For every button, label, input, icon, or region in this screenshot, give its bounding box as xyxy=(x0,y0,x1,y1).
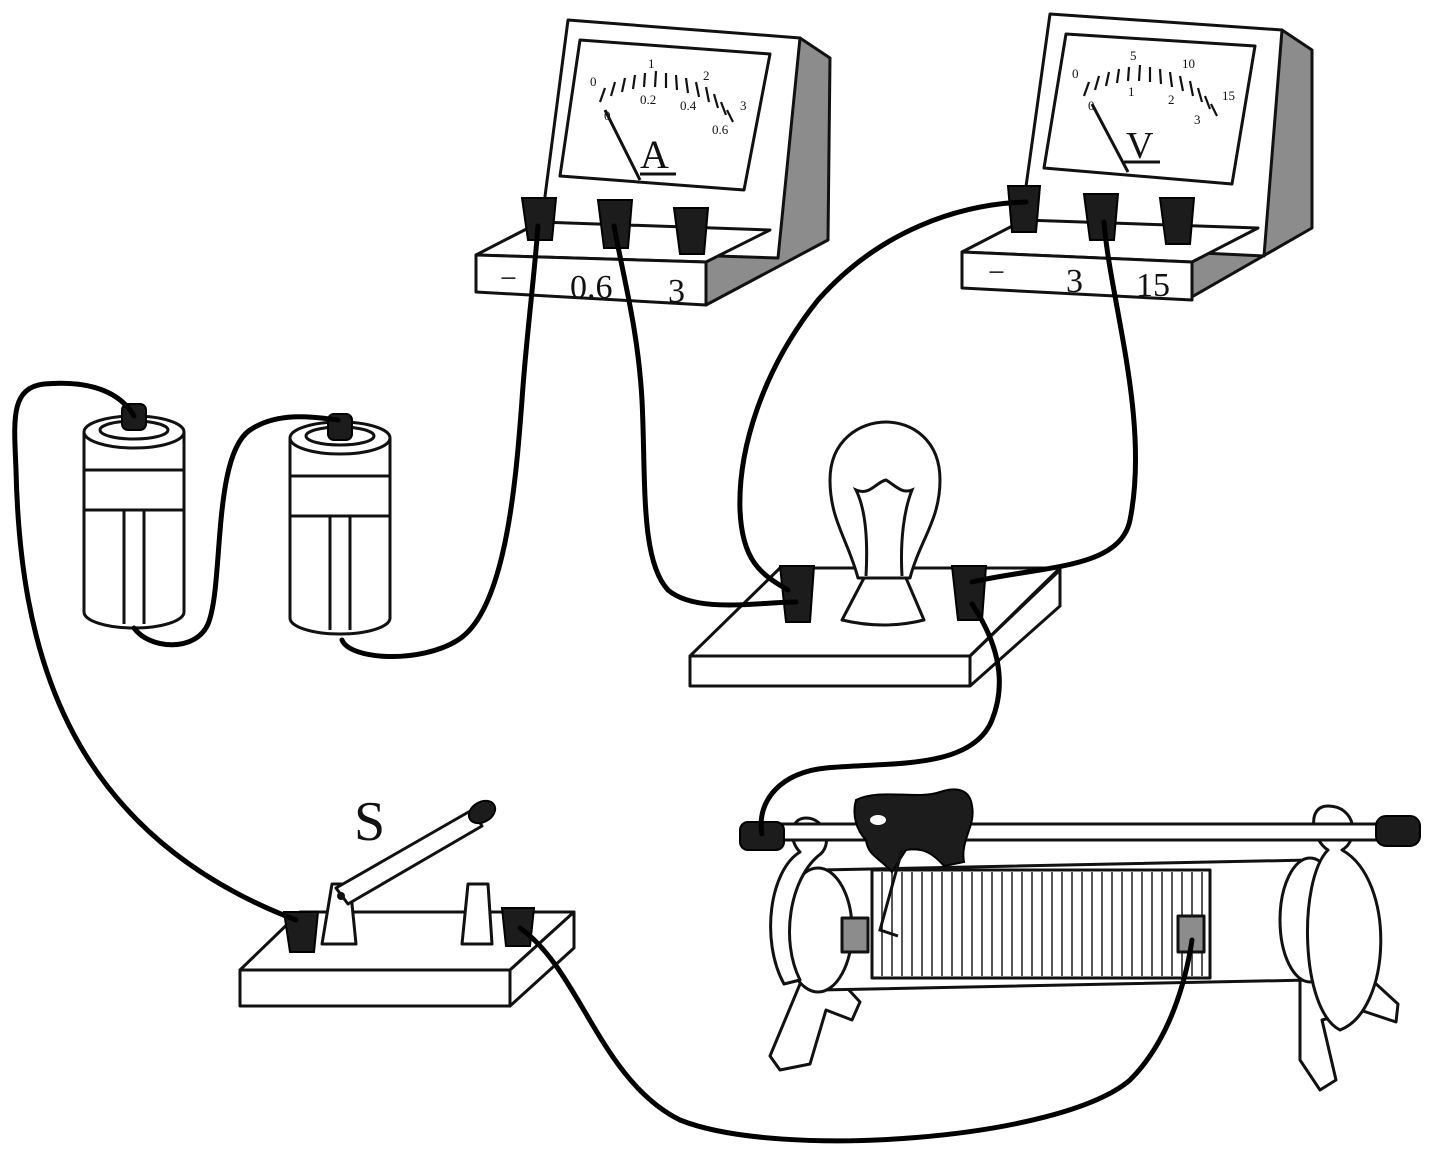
sliding-rheostat xyxy=(739,788,1421,1092)
voltmeter-scale-bottom-3: 3 xyxy=(1194,112,1201,127)
voltmeter-terminal-3[interactable] xyxy=(1082,193,1120,241)
voltmeter-scale-top-1: 5 xyxy=(1130,48,1137,63)
ammeter-scale-top-2: 2 xyxy=(703,68,710,83)
ammeter-needle xyxy=(603,109,642,181)
rheostat-right-bracket xyxy=(1306,804,1383,1032)
voltmeter-label-15: 15 xyxy=(1136,267,1170,304)
ammeter-terminal-3[interactable] xyxy=(672,207,710,255)
rheostat-terminal-top-right[interactable] xyxy=(1375,815,1421,847)
rheostat-terminal-bottom-left[interactable] xyxy=(840,916,870,954)
ammeter-scale: 0 1 2 3 0 0.2 0.4 0.6 xyxy=(590,56,747,137)
light-bulb xyxy=(688,420,1062,688)
voltmeter-scale-bottom-2: 2 xyxy=(1168,92,1175,107)
ammeter-terminal-negative[interactable] xyxy=(520,197,558,241)
voltmeter-terminal-negative[interactable] xyxy=(1006,185,1042,233)
ammeter-scale-bottom-2: 0.4 xyxy=(680,98,697,113)
ammeter-scale-top-0: 0 xyxy=(590,74,597,89)
ammeter-scale-bottom-3: 0.6 xyxy=(712,122,729,137)
rheostat-slider[interactable] xyxy=(853,788,974,874)
ammeter-label-0.6: 0.6 xyxy=(570,269,613,306)
bulb-terminal-left[interactable] xyxy=(778,565,816,623)
switch-terminal-left[interactable] xyxy=(282,911,320,953)
wires xyxy=(12,199,1195,1144)
bulb-glass xyxy=(828,420,942,580)
voltmeter-dial-window xyxy=(1042,32,1257,186)
bulb-terminal-right[interactable] xyxy=(950,565,988,621)
voltmeter-terminal-15[interactable] xyxy=(1158,197,1196,245)
ammeter-scale-top-3: 3 xyxy=(740,98,747,113)
ammeter: 0 1 2 3 0 0.2 0.4 0.6 A − 0.6 3 xyxy=(474,18,832,310)
voltmeter-needle xyxy=(1090,103,1130,173)
ammeter-label-negative: − xyxy=(500,262,517,295)
battery-cell-right xyxy=(288,413,392,636)
wire-battery-right-to-ammeter-negative xyxy=(339,223,541,659)
wire-voltmeter-negative-to-bulb xyxy=(737,199,1029,593)
wire-battery-left-to-battery-right xyxy=(131,414,341,648)
voltmeter-scale-top-2: 10 xyxy=(1182,56,1195,71)
knife-switch: S xyxy=(238,791,576,1008)
voltmeter-label-negative: − xyxy=(988,256,1005,289)
ammeter-symbol: A xyxy=(640,132,669,177)
switch-label: S xyxy=(354,791,385,853)
wire-switch-to-rheostat xyxy=(517,925,1195,1144)
wire-ammeter-to-bulb xyxy=(611,223,799,608)
ammeter-scale-bottom-1: 0.2 xyxy=(640,92,656,107)
battery-cell-left xyxy=(82,403,186,630)
wire-bulb-to-rheostat xyxy=(758,601,1002,837)
ammeter-dial-window xyxy=(558,38,772,192)
switch-contact-clip xyxy=(460,882,494,946)
ammeter-label-3: 3 xyxy=(668,273,685,310)
voltmeter-scale-top-3: 15 xyxy=(1222,88,1235,103)
voltmeter: 0 5 10 15 0 1 2 3 V − 3 15 xyxy=(960,12,1314,304)
ammeter-scale-top-1: 1 xyxy=(648,56,655,71)
rheostat-left-bracket xyxy=(769,816,828,986)
switch-base-front xyxy=(238,968,512,1008)
switch-handle[interactable] xyxy=(465,796,499,827)
switch-base-side xyxy=(508,910,576,1008)
wire-voltmeter-3-to-bulb xyxy=(969,219,1138,585)
voltmeter-scale-bottom-1: 1 xyxy=(1128,84,1135,99)
wire-battery-left-to-switch xyxy=(12,380,299,923)
voltmeter-label-3: 3 xyxy=(1066,263,1083,300)
voltmeter-symbol: V xyxy=(1126,125,1154,167)
voltmeter-scale-top-0: 0 xyxy=(1072,66,1079,81)
switch-blade[interactable] xyxy=(334,808,484,906)
voltmeter-base-front xyxy=(960,250,1194,302)
bulb-socket xyxy=(840,576,926,627)
